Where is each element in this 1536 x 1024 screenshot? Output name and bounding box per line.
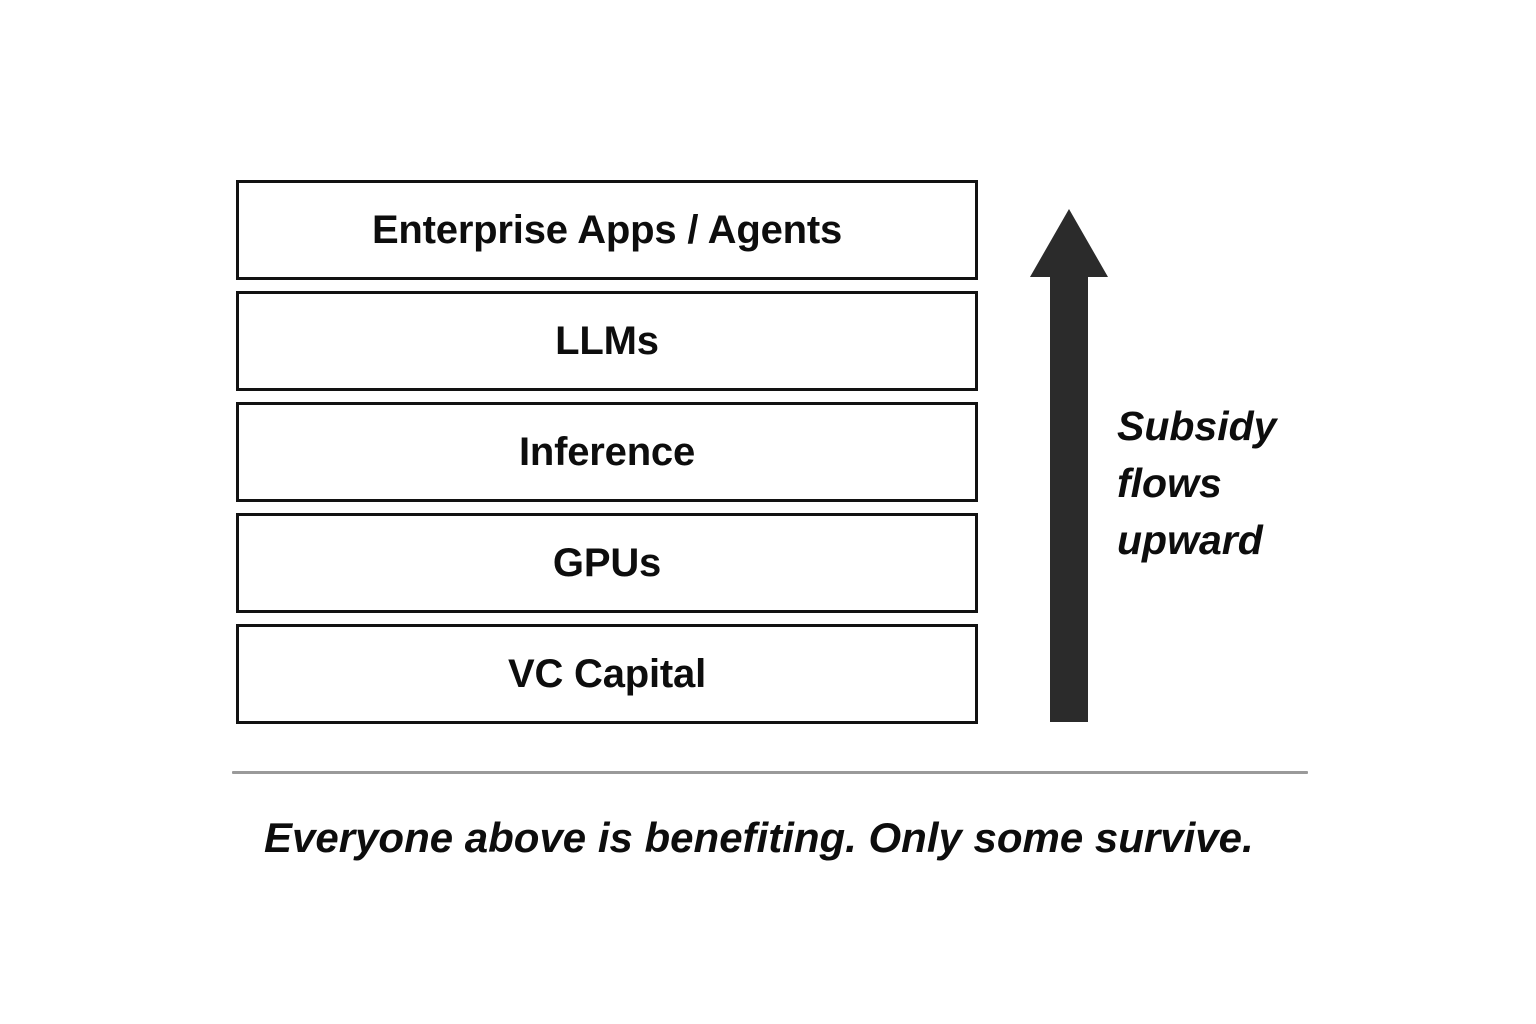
layer-box-enterprise-apps-agents[interactable]: Enterprise Apps / Agents	[236, 180, 978, 280]
layer-box-llms[interactable]: LLMs	[236, 291, 978, 391]
layer-label: LLMs	[555, 319, 659, 363]
upward-arrow-icon	[1028, 209, 1110, 722]
layer-box-gpus[interactable]: GPUs	[236, 513, 978, 613]
layer-label: GPUs	[552, 541, 662, 585]
layer-label: Inference	[518, 430, 696, 474]
arrow-caption-line: upward	[1117, 517, 1263, 563]
arrow-caption-line: flows	[1117, 460, 1222, 506]
layer-label: VC Capital	[507, 652, 707, 696]
layer-stack: Enterprise Apps / Agents LLMs Inference …	[236, 180, 978, 724]
horizontal-divider	[232, 771, 1308, 774]
layer-box-inference[interactable]: Inference	[236, 402, 978, 502]
footer-caption: Everyone above is benefiting. Only some …	[264, 814, 1254, 861]
layer-label: Enterprise Apps / Agents	[371, 208, 843, 252]
arrow-caption-line: Subsidy	[1117, 403, 1277, 449]
arrow-caption: Subsidy flows upward	[1117, 398, 1347, 569]
layer-box-vc-capital[interactable]: VC Capital	[236, 624, 978, 724]
